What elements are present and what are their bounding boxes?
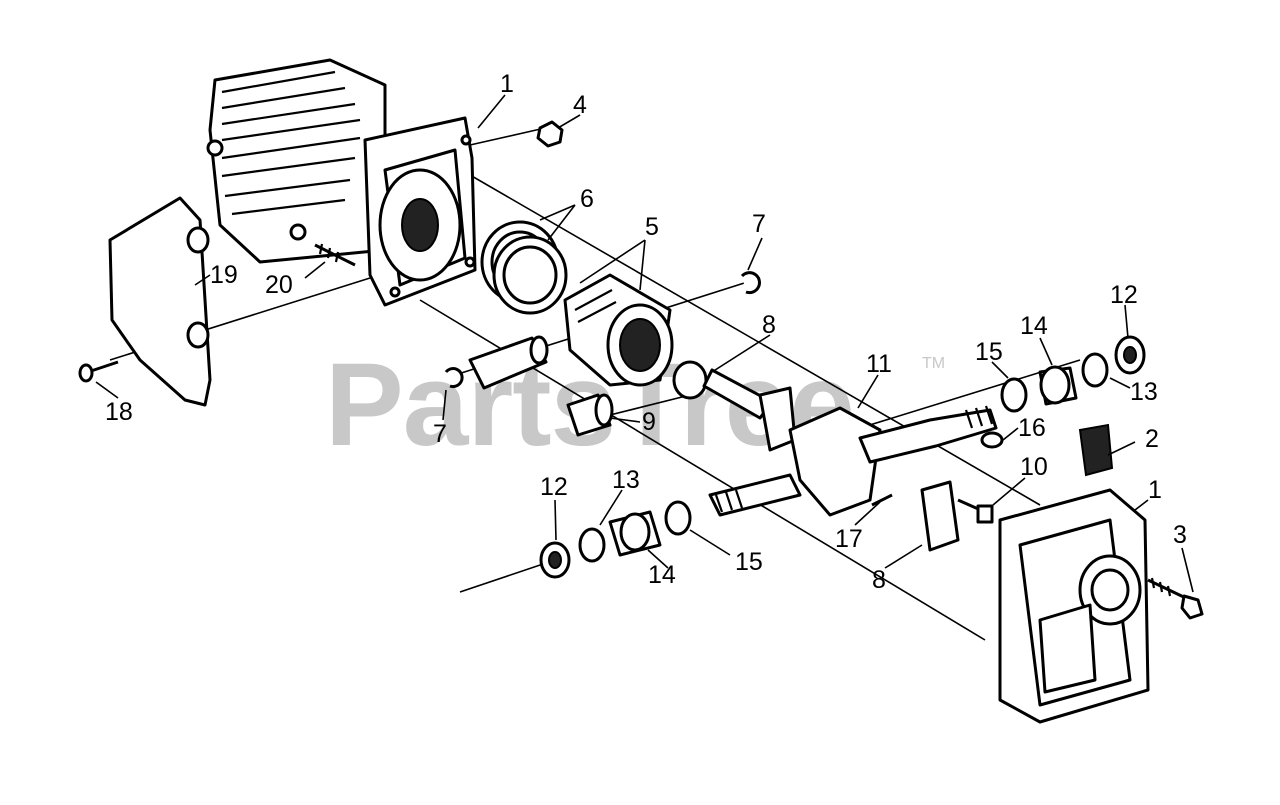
callout-9-bearing: 9	[642, 408, 656, 436]
callout-7-circlip-upper: 7	[752, 210, 766, 238]
stud-part-20	[314, 243, 356, 267]
piston-part-5	[563, 273, 674, 387]
cylinder-assembly	[206, 58, 477, 307]
callout-14-bearing-left: 14	[648, 561, 676, 589]
callout-12-seal-right: 12	[1110, 281, 1138, 309]
piston-rings-part-6	[480, 220, 568, 315]
plate-part-2	[1078, 423, 1114, 477]
key-part-16	[980, 431, 1004, 449]
bolt-part-3	[1147, 577, 1204, 620]
seal-stack-right	[1000, 335, 1146, 413]
nut-part-4	[536, 120, 564, 148]
connecting-rod-part-8	[672, 360, 797, 452]
callout-leaders	[95, 94, 1194, 593]
pin-part-17	[871, 493, 893, 507]
circlip-part-7-upper	[740, 271, 761, 295]
callout-7-circlip-lower: 7	[433, 420, 447, 448]
callout-8-conrod: 8	[762, 311, 776, 339]
crankcase-part-1	[998, 488, 1150, 724]
cover-part-19	[108, 196, 212, 407]
callout-1-cylinder: 1	[500, 70, 514, 98]
callout-20-stud: 20	[265, 271, 293, 299]
callout-3-bolt: 3	[1173, 521, 1187, 549]
callout-13-ring-left: 13	[612, 466, 640, 494]
callout-1-crankcase: 1	[1148, 476, 1162, 504]
screw-part-10	[957, 498, 994, 524]
bearing-cap-part-8	[920, 480, 960, 552]
callout-13-ring-right: 13	[1130, 378, 1158, 406]
crankshaft-part-11	[708, 405, 998, 517]
callout-16-key: 16	[1018, 414, 1046, 442]
circlip-part-7-lower	[444, 367, 464, 389]
callout-6-rings: 6	[580, 185, 594, 213]
callout-12-seal-left: 12	[540, 473, 568, 501]
callout-15-washer-right: 15	[975, 338, 1003, 366]
piston-pin	[468, 335, 549, 390]
callout-2-plate: 2	[1145, 425, 1159, 453]
callout-15-washer-left: 15	[735, 548, 763, 576]
screw-part-18	[78, 360, 119, 383]
seal-stack-left	[539, 500, 692, 579]
callout-8-bearing-cap: 8	[872, 566, 886, 594]
callout-18-screw: 18	[105, 398, 133, 426]
callout-19-cover: 19	[210, 261, 238, 289]
callout-4-nut: 4	[573, 91, 587, 119]
needle-bearing-part-9	[566, 393, 614, 437]
callout-10-screw: 10	[1020, 453, 1048, 481]
callout-14-bearing-right: 14	[1020, 312, 1048, 340]
callout-11-crankshaft: 11	[866, 350, 892, 378]
callout-5-piston: 5	[645, 213, 659, 241]
callout-labels: 1 4 6 5 7 19 20 12 14 15 8 11 13 18 7 9 …	[105, 70, 1187, 594]
callout-17-pin: 17	[835, 525, 863, 553]
watermark-trademark: TM	[922, 355, 945, 372]
